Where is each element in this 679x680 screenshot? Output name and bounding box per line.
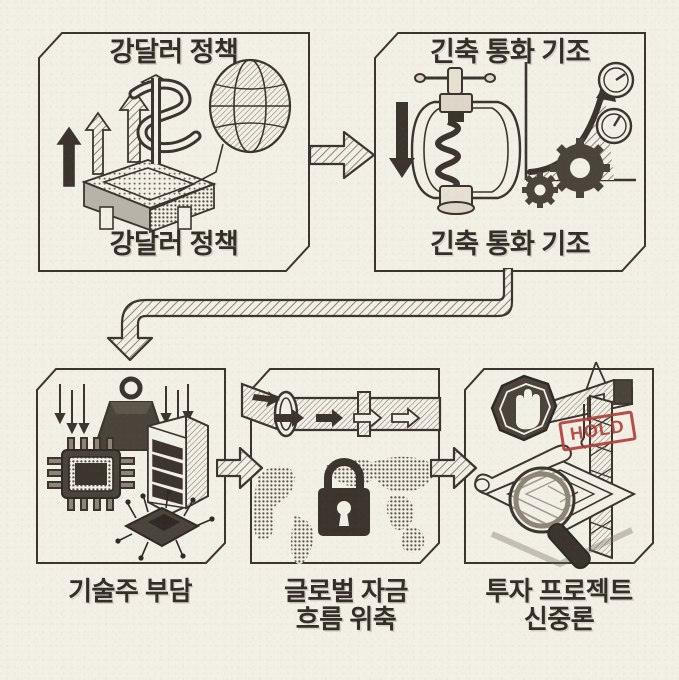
circuit-board-icon [115, 489, 215, 561]
panel-tight-monetary-stance[interactable]: 긴축 통화 기조 긴축 통화 기조 [374, 32, 646, 272]
panel-tech-stock-burden[interactable] [36, 368, 226, 564]
panel-frame [464, 368, 654, 564]
global-flow-illustration [240, 382, 442, 565]
panel-strong-dollar-policy[interactable]: 강달러 정책 강달러 정책 [38, 32, 310, 272]
padlock-icon [318, 458, 370, 536]
clamp-vise-icon [410, 67, 522, 215]
panel-title-strong-dollar-top: 강달러 정책 [109, 37, 239, 67]
cpu-chip-icon [47, 437, 135, 511]
caption-global-capital-flow: 글로벌 자금 흐름 위축 [284, 576, 408, 634]
arrow-tech-to-global [216, 446, 264, 490]
server-rack-icon [147, 414, 209, 516]
panel-title-tight-monetary-top: 긴축 통화 기조 [429, 37, 591, 67]
flow-arrow-icon [252, 391, 421, 429]
down-arrow-icon [389, 102, 415, 178]
panel-frame [38, 32, 310, 272]
globe-icon [177, 58, 292, 193]
caption-investment-project-caution: 투자 프로젝트 신중론 [485, 576, 633, 634]
arrow-monetary-to-tech [106, 268, 514, 362]
constricted-pipe-icon [240, 382, 442, 438]
tech-burden-illustration [47, 376, 215, 561]
panel-frame [374, 32, 646, 272]
magnifier-icon [508, 466, 591, 570]
investment-caution-illustration [474, 361, 637, 570]
panel-title-tight-monetary-bottom: 긴축 통화 기조 [429, 229, 591, 259]
arrow-dollar-to-monetary [308, 130, 376, 180]
gear-icon [522, 138, 610, 208]
panel-global-capital-flow[interactable] [240, 368, 442, 565]
panel-investment-project-caution[interactable]: HOLD [464, 361, 654, 570]
strong-dollar-illustration [56, 58, 292, 234]
panel-title-strong-dollar-bottom: 강달러 정책 [109, 229, 239, 259]
tight-monetary-illustration [389, 61, 636, 215]
panel-frame [36, 368, 226, 564]
caption-tech-stock-burden: 기술주 부담 [68, 576, 192, 606]
arrow-global-to-investment [430, 446, 478, 490]
dollar-sign-icon [128, 73, 202, 164]
stop-hand-sign-icon [490, 374, 558, 442]
gauge-icon [595, 61, 635, 145]
